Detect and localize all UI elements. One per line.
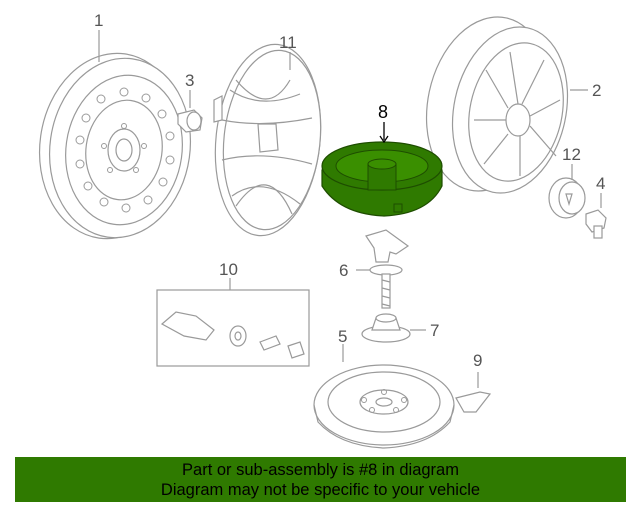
callout-10: 10 xyxy=(219,260,238,279)
parts-diagram: 1 3 11 2 xyxy=(28,5,607,449)
plate-part-9[interactable] xyxy=(455,391,492,413)
info-banner: Part or sub-assembly is #8 in diagram Di… xyxy=(15,457,626,502)
callout-1: 1 xyxy=(94,11,103,30)
callout-5: 5 xyxy=(338,327,347,346)
spare-wheel-part-5[interactable] xyxy=(313,364,455,449)
callout-3: 3 xyxy=(185,71,194,90)
center-cap-part-12[interactable] xyxy=(548,177,586,219)
banner-line-1: Part or sub-assembly is #8 in diagram xyxy=(182,461,459,479)
banner-line-2: Diagram may not be specific to your vehi… xyxy=(160,481,481,499)
tpms-sensor-part-10[interactable] xyxy=(160,311,305,359)
callout-8: 8 xyxy=(378,102,388,122)
callout-12: 12 xyxy=(562,145,581,164)
callout-11: 11 xyxy=(279,33,297,52)
lug-bolt-part-4[interactable] xyxy=(585,209,607,239)
wheel-cover-part-11[interactable] xyxy=(206,39,329,241)
callout-2: 2 xyxy=(592,81,601,100)
alloy-wheel-part-2[interactable] xyxy=(411,5,582,203)
hold-down-bolt-part-6[interactable] xyxy=(365,229,410,309)
callout-7: 7 xyxy=(430,321,439,340)
callout-9: 9 xyxy=(473,351,482,370)
steel-wheel-part-1[interactable] xyxy=(28,44,202,248)
callout-6: 6 xyxy=(339,261,348,280)
spare-tire-well-part-8[interactable] xyxy=(321,141,443,217)
mount-nut-part-7[interactable] xyxy=(361,313,411,343)
callout-4: 4 xyxy=(596,174,605,193)
lug-nut-part-3[interactable] xyxy=(177,109,203,133)
